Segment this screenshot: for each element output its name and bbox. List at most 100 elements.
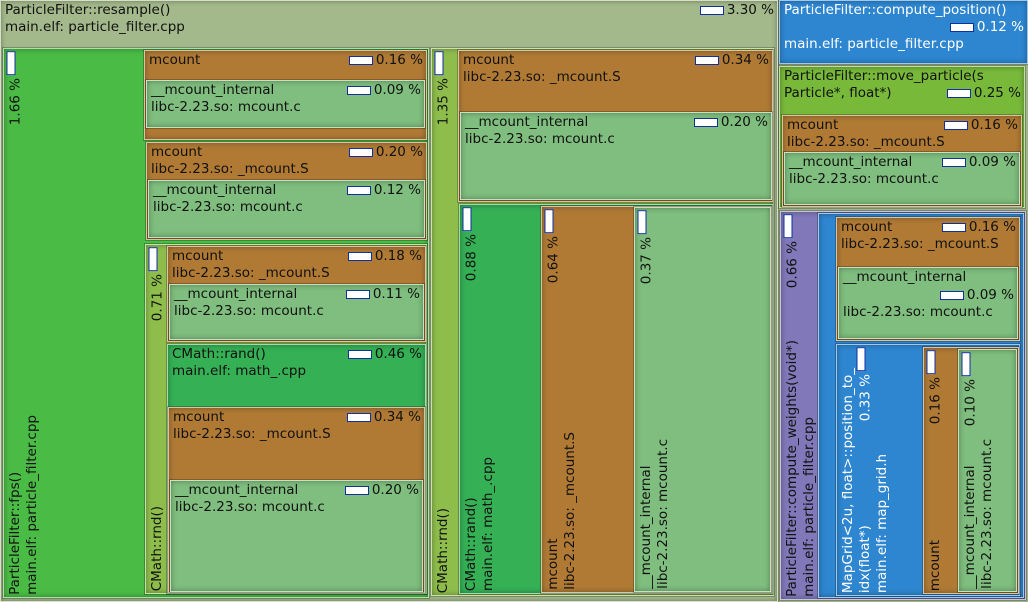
node-label: CMath::rand() [463,497,479,591]
node-percent: 0.37 % [638,237,655,285]
node-label: mcount [463,52,515,68]
node-label: mcount [149,52,201,68]
node-label: __mcount_internal [789,154,913,170]
node-label: ParticleFilter::compute_position() [784,2,1007,18]
node-file: main.elf: math_.cpp [480,456,496,591]
node-compute-position[interactable]: ParticleFilter::compute_position() 0.12 … [779,0,1028,64]
node-percent: 0.16 % [927,377,944,425]
node-file: main.elf: particle_filter.cpp [784,36,964,52]
node-percent: 0.11 % [372,286,420,302]
node-label: ParticleFilter::move_particle(s [784,68,984,84]
node-label-cont: idx(float*) [857,525,873,593]
node-label: mcount [172,248,224,264]
node-file: libc-2.23.so: _mcount.S [841,236,999,252]
node-file: libc-2.23.so: _mcount.S [173,426,331,442]
percent-bar [962,352,971,376]
node-percent: 0.33 % [857,374,874,422]
node-percent: 0.64 % [545,236,562,284]
node-file: libc-2.23.so: _mcount.S [787,134,945,150]
percent-bar [638,210,647,234]
node-percent: 0.34 % [373,409,421,425]
percent-bar [435,51,444,75]
percent-bar [345,289,370,299]
node-mcount-internal[interactable]: __mcount_internal 0.09 % libc-2.23.so: m… [838,267,1018,339]
node-label: MapGrid<2u, float>::position_to_ [840,367,856,593]
node-label: __mcount_internal [638,465,654,589]
node-label: CMath::rand() [172,346,266,362]
node-file: main.elf: map_grid.h [874,453,890,593]
node-file: main.elf: particle_filter.cpp [24,415,40,595]
percent-bar [939,290,964,300]
percent-bar [149,247,158,271]
node-label: mcount [151,144,203,160]
node-label: __mcount_internal [962,465,978,589]
node-file: libc-2.23.so: _mcount.S [151,161,309,177]
percent-bar [463,207,472,231]
node-percent: 0.71 % [149,274,166,322]
node-file: main.elf: particle_filter.cpp [5,19,185,35]
node-label: mcount [927,539,943,591]
node-file: main.elf: particle_filter.cpp [801,417,817,597]
node-label: CMath::rnd() [435,507,451,593]
node-percent: 1.66 % [7,78,24,126]
percent-bar [346,412,371,422]
percent-bar [347,251,372,261]
percent-bar [941,222,966,232]
node-label: __mcount_internal [151,82,275,98]
percent-bar [949,22,974,32]
node-file: libc-2.23.so: mcount.c [153,199,303,215]
node-label: mcount [173,409,225,425]
node-percent: 0.34 % [721,52,769,68]
percent-bar [857,347,866,371]
node-label: __mcount_internal [153,182,277,198]
node-file: libc-2.23.so: _mcount.S [172,265,330,281]
node-file: libc-2.23.so: mcount.c [174,303,324,319]
node-percent: 0.66 % [784,241,801,289]
node-file: libc-2.23.so: mcount.c [789,171,939,187]
percent-bar [348,55,373,65]
node-percent: 0.16 % [968,219,1016,235]
node-label: mcount [787,117,839,133]
node-file: libc-2.23.so: _mcount.S [463,69,621,85]
percent-bar [545,209,554,233]
node-file: libc-2.23.so: mcount.c [175,499,325,515]
node-percent: 0.46 % [374,346,422,362]
node-file: libc-2.23.so: mcount.c [979,439,995,589]
percent-bar [693,117,718,127]
percent-bar [694,55,719,65]
node-percent: 3.30 % [726,2,774,18]
percent-bar [927,350,936,374]
node-file: main.elf: math_.cpp [172,363,307,379]
node-percent: 1.35 % [435,78,452,126]
node-percent: 0.12 % [976,19,1024,35]
node-label: ParticleFilter::fps() [7,471,23,595]
node-percent: 0.18 % [374,248,422,264]
node-percent: 0.09 % [966,287,1014,303]
percent-bar [943,120,968,130]
percent-bar [946,88,971,98]
node-label: __mcount_internal [174,286,298,302]
node-label: mcount [545,538,561,590]
node-label: __mcount_internal [465,114,589,130]
node-percent: 0.12 % [373,182,421,198]
node-label: ParticleFilter::resample() [5,2,171,18]
node-label: __mcount_internal [175,482,299,498]
node-percent: 0.09 % [968,154,1016,170]
percent-bar [941,157,966,167]
node-percent: 0.20 % [371,482,419,498]
node-label: __mcount_internal [843,269,967,285]
percent-bar [7,51,16,75]
node-percent: 0.16 % [970,117,1018,133]
node-file: libc-2.23.so: mcount.c [465,131,615,147]
node-percent: 0.20 % [375,144,423,160]
node-percent: 0.25 % [973,85,1021,101]
percent-bar [346,185,371,195]
